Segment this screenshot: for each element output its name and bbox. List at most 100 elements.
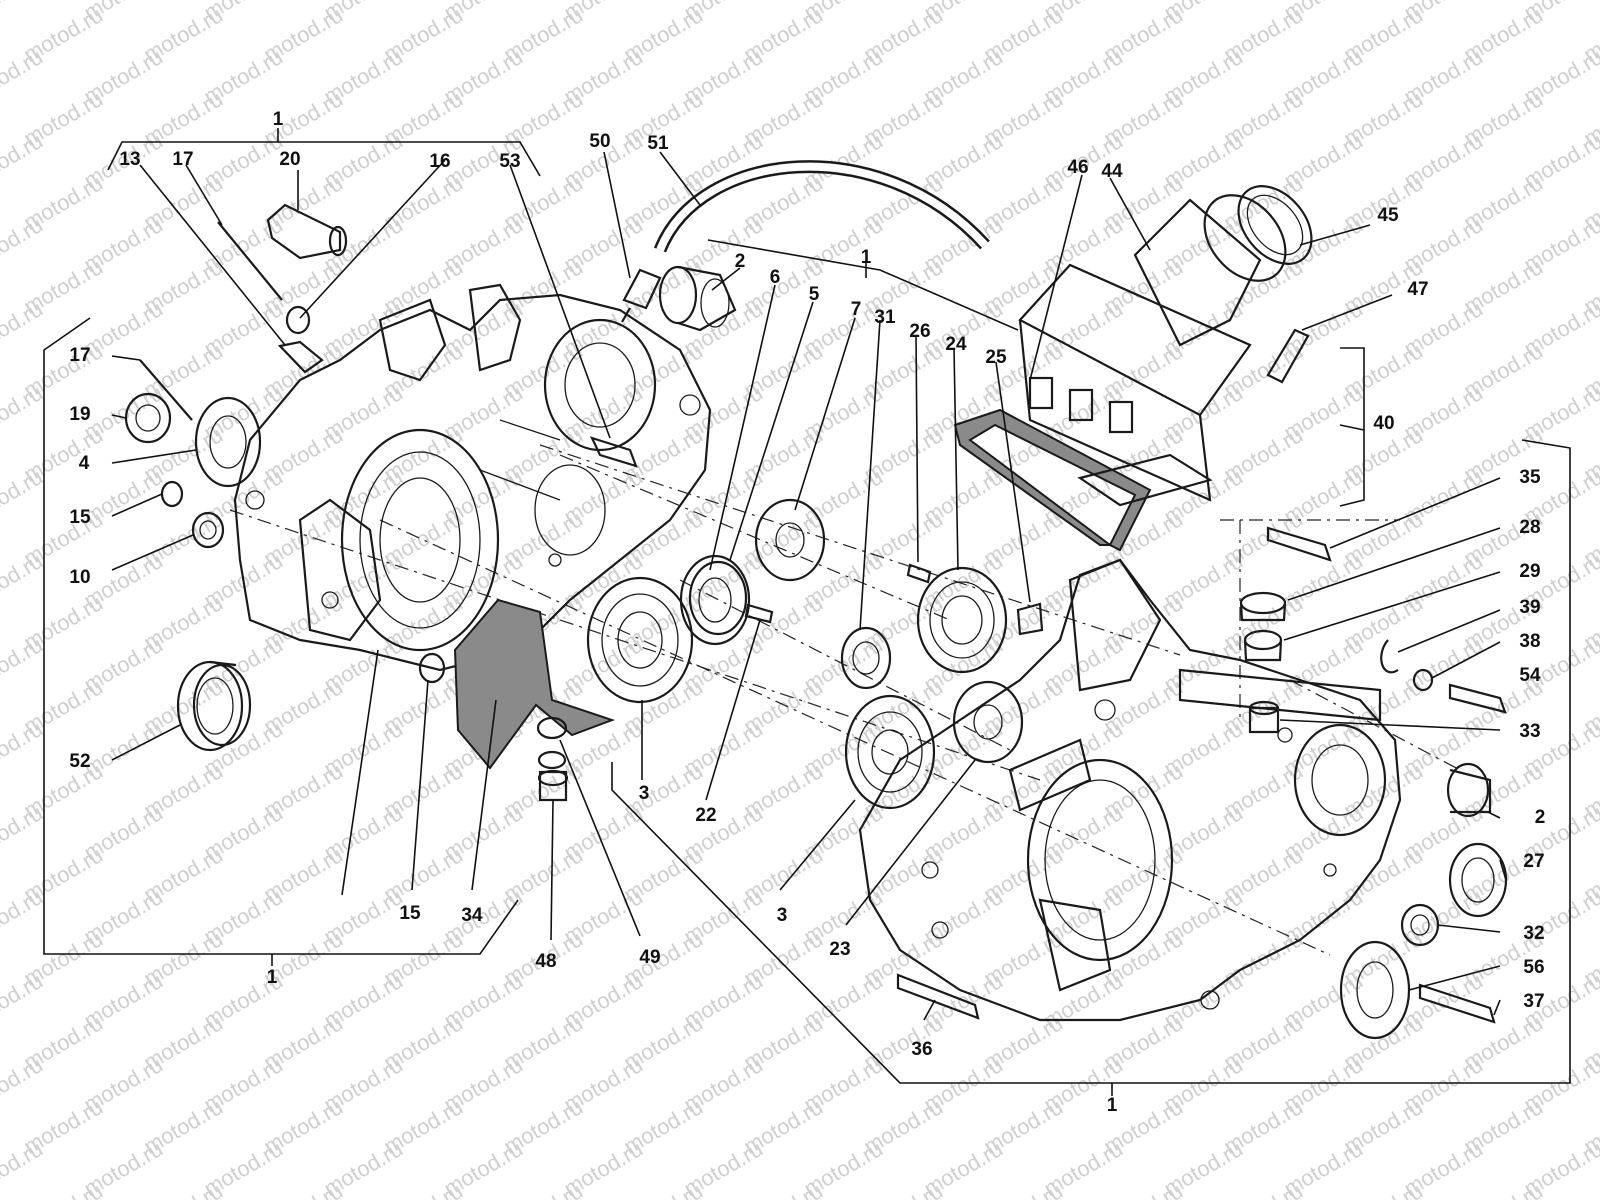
intake-manifold-44 [1133, 194, 1287, 347]
callout-2-right: 2 [1534, 807, 1546, 828]
right-crankcase-half [858, 558, 1402, 1022]
drain-plug-48 [537, 769, 569, 802]
callout-34: 34 [461, 905, 483, 926]
callout-24: 24 [945, 334, 967, 355]
bracket-center-top [707, 239, 1019, 331]
callout-35: 35 [1519, 467, 1541, 488]
washer-38 [1412, 668, 1434, 692]
callout-31: 31 [874, 307, 896, 328]
callout-52: 52 [69, 751, 91, 772]
screw-26 [906, 563, 932, 584]
seal-31 [840, 626, 892, 690]
left-crankcase-half [233, 283, 712, 672]
callout-36: 36 [911, 1039, 933, 1060]
bush-29 [1243, 629, 1283, 662]
callout-1-center: 1 [860, 247, 872, 268]
callout-1-bottom-left: 1 [266, 967, 278, 988]
callout-40: 40 [1373, 413, 1395, 434]
screw-35 [1266, 526, 1332, 562]
callout-44: 44 [1101, 161, 1123, 182]
callout-48: 48 [535, 951, 557, 972]
washer-49 [536, 716, 568, 770]
dowel-15-bottom [418, 652, 446, 684]
bearing-6 [679, 554, 751, 646]
screw-54 [1448, 683, 1507, 714]
seal-4 [194, 396, 262, 488]
callout-28: 28 [1519, 517, 1541, 538]
callout-4: 4 [78, 453, 90, 474]
callout-1-top: 1 [272, 109, 284, 130]
reed-valve-block-46 [1018, 263, 1252, 502]
callout-17-top: 17 [172, 149, 194, 170]
callout-33: 33 [1519, 721, 1541, 742]
callout-29: 29 [1519, 561, 1541, 582]
stud-17-left [139, 359, 193, 421]
plug-13 [277, 340, 324, 374]
callout-7: 7 [850, 299, 862, 320]
screw-53 [589, 436, 638, 468]
callout-38: 38 [1519, 631, 1541, 652]
bearing-24 [916, 566, 1008, 674]
bracket-40 [1339, 347, 1365, 507]
bushing-2-top [658, 265, 737, 332]
callout-32: 32 [1523, 923, 1545, 944]
bearing-5 [688, 560, 748, 636]
callout-37: 37 [1523, 991, 1545, 1012]
callout-20: 20 [279, 149, 301, 170]
callout-53: 53 [499, 151, 521, 172]
callout-23: 23 [829, 939, 851, 960]
callout-19: 19 [69, 404, 91, 425]
screw-22 [744, 603, 774, 624]
screw-47 [1266, 328, 1310, 384]
seal-27 [1448, 842, 1508, 918]
callout-49: 49 [639, 947, 661, 968]
seal-52 [176, 660, 252, 752]
sensor-20 [266, 203, 348, 260]
callout-51: 51 [647, 133, 669, 154]
callout-10: 10 [69, 567, 91, 588]
callout-15-bottom: 15 [399, 903, 421, 924]
dowel-15-top [160, 480, 184, 508]
dowel-16 [285, 305, 311, 335]
screw-37 [1418, 983, 1496, 1024]
callout-27: 27 [1523, 851, 1545, 872]
callout-25: 25 [985, 347, 1007, 368]
screw-36 [896, 973, 980, 1020]
gasket-34 [453, 598, 615, 770]
leader-lines [111, 151, 1507, 1021]
callout-46: 46 [1067, 157, 1089, 178]
seal-32 [1400, 903, 1440, 947]
plate-25 [1016, 602, 1044, 636]
callout-13: 13 [119, 149, 141, 170]
bearing-3-right [844, 694, 936, 810]
axis-lines [229, 444, 1461, 956]
hose-clamp-45 [1237, 185, 1313, 265]
callout-15-top: 15 [69, 507, 91, 528]
callout-1-bottom-right: 1 [1106, 1095, 1118, 1116]
seal-56 [1339, 940, 1411, 1040]
bushing-2-right [1446, 762, 1492, 818]
hose-nipple-50 [621, 268, 662, 323]
callout-17-left: 17 [69, 345, 91, 366]
callout-47: 47 [1407, 279, 1429, 300]
callout-6: 6 [769, 267, 781, 288]
plate-40 [1077, 453, 1213, 507]
bearing-23 [952, 680, 1024, 764]
bearing-10 [191, 511, 225, 549]
callout-22: 22 [695, 805, 717, 826]
bearing-7 [754, 498, 826, 582]
callout-50: 50 [589, 131, 611, 152]
cap-28 [1239, 591, 1287, 622]
callout-16: 16 [429, 151, 451, 172]
bearing-3-left [586, 576, 694, 704]
callout-56: 56 [1523, 957, 1545, 978]
callout-3-right: 3 [776, 905, 788, 926]
callout-2-top: 2 [734, 251, 746, 272]
bracket-left-bottom [43, 317, 519, 966]
callout-26: 26 [909, 321, 931, 342]
bracket-right-bottom [611, 439, 1571, 1096]
clip-39 [1380, 639, 1399, 674]
bracket-left-top [107, 128, 541, 177]
